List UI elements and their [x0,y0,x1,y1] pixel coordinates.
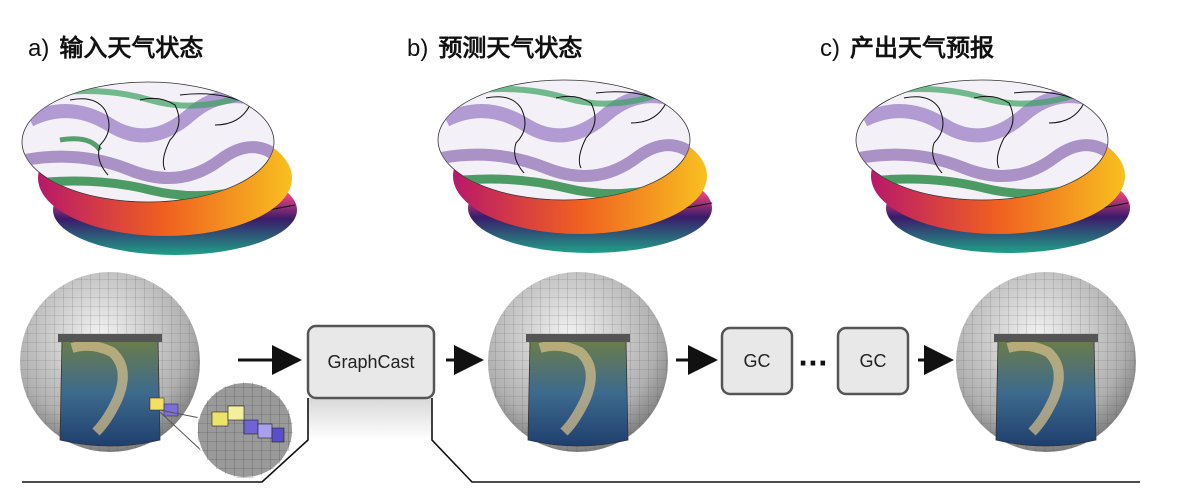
panel-letter: c) [820,35,840,62]
model-funnel [308,398,432,440]
baseline-left [22,398,309,483]
panel-letter: a) [28,35,50,62]
globe-prediction [488,272,668,452]
map-stack-a [21,81,297,255]
ellipsis: ··· [798,349,828,379]
zoom-inset [196,381,294,479]
gc-label: GC [860,351,887,371]
map-stack-b [437,79,713,253]
panel-title: 产出天气预报 [850,34,994,62]
panel-a-label: a) 输入天气状态 [28,28,203,63]
gc-box-2[interactable]: GC [836,326,910,396]
globe-forecast [956,272,1136,452]
baseline-right [431,398,1140,483]
gc-label: GC [744,351,771,371]
graphcast-box[interactable]: GraphCast [306,324,436,400]
panel-title: 预测天气状态 [438,34,583,62]
gc-box-1[interactable]: GC [720,326,794,396]
map-stack-c [855,79,1130,253]
panel-b-label: b) 预测天气状态 [407,28,582,63]
panel-c-label: c) 产出天气预报 [820,28,994,63]
panel-title: 输入天气状态 [59,34,204,62]
panel-letter: b) [407,35,429,62]
graphcast-label: GraphCast [327,352,414,372]
globe-input [20,272,221,469]
